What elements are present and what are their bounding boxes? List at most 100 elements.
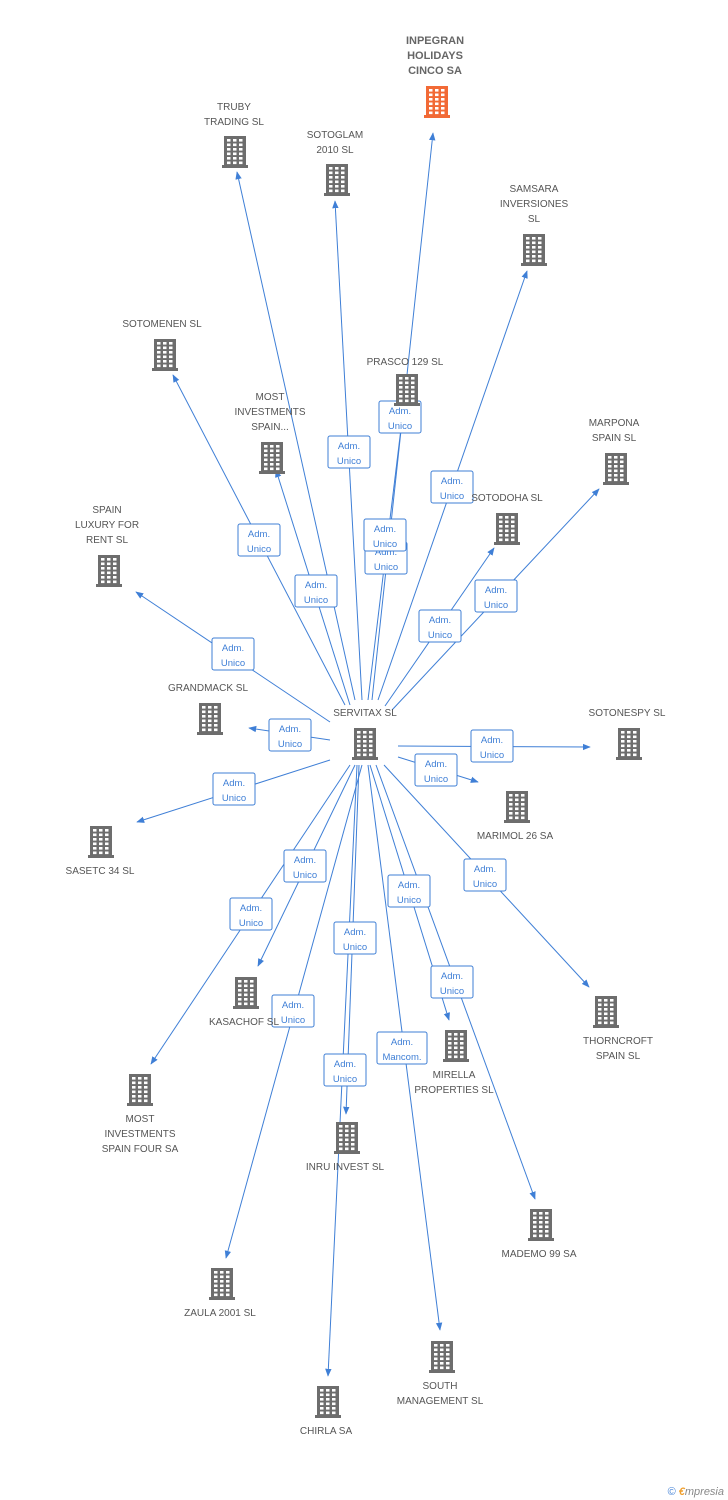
company-name: MARIMOL 26 SA — [477, 831, 554, 842]
edge-label-most4[interactable]: Adm.Unico — [229, 897, 273, 931]
edge-label-text: Unico — [221, 658, 245, 669]
edge-label-text: Unico — [247, 544, 271, 555]
edge-label-text: Adm. — [391, 1037, 413, 1048]
edge-label-text: Adm. — [441, 971, 463, 982]
company-node-sotomenen[interactable]: SOTOMENEN SL — [122, 319, 202, 371]
edge-label-text: Adm. — [279, 724, 301, 735]
edge-label-spainlux[interactable]: Adm.Unico — [211, 637, 255, 671]
building-icon — [152, 339, 178, 371]
edge-label-box — [211, 637, 255, 671]
company-name: SOUTH — [423, 1381, 458, 1392]
edge-label-text: Adm. — [248, 529, 270, 540]
company-name: LUXURY FOR — [75, 520, 139, 531]
building-icon — [96, 555, 122, 587]
company-node-most1[interactable]: MOST INVESTMENTS SPAIN... — [234, 392, 306, 474]
edge-label-box — [237, 523, 281, 557]
edge-label-text: Unico — [440, 491, 464, 502]
building-icon — [424, 86, 450, 118]
edge-label-south[interactable]: Adm.Mancom. — [376, 1031, 428, 1065]
company-name: MARPONA — [589, 418, 640, 429]
company-node-kasachof[interactable]: KASACHOF SL — [209, 977, 279, 1028]
edge-label-marpona[interactable]: Adm.Unico — [474, 579, 518, 613]
edge-label-samsara[interactable]: Adm.Unico — [430, 470, 474, 504]
edge-label-sasetc[interactable]: Adm. Unico — [212, 772, 256, 806]
edge-label-inpegran[interactable]: Adm.Unico — [378, 400, 422, 434]
company-node-marimol[interactable]: MARIMOL 26 SA — [477, 791, 554, 842]
edge-label-box — [470, 729, 514, 763]
company-name: SOTOGLAM — [307, 130, 364, 141]
edge-label-kasachof[interactable]: Adm.Unico — [283, 849, 327, 883]
edge-label-truby[interactable]: Adm.Unico — [327, 435, 371, 469]
edge-label-text: Adm. — [338, 441, 360, 452]
company-name: HOLIDAYS — [407, 50, 463, 62]
edge-label-box — [387, 874, 431, 908]
company-name: PRASCO 129 SL — [367, 357, 444, 368]
edge-label-mirella[interactable]: Adm.Unico — [387, 874, 431, 908]
company-node-prasco[interactable]: PRASCO 129 SL — [367, 357, 444, 406]
company-name: INVERSIONES — [500, 199, 569, 210]
edge-label-text: Unico — [239, 918, 263, 929]
building-icon — [233, 977, 259, 1009]
edge-label-text: Unico — [222, 793, 246, 804]
company-node-sotonespy[interactable]: SOTONESPY SL — [589, 708, 666, 760]
company-node-inru[interactable]: INRU INVEST SL — [306, 1122, 385, 1173]
company-name: INPEGRAN — [406, 35, 464, 47]
company-name: SOTOMENEN SL — [122, 319, 202, 330]
building-icon — [603, 453, 629, 485]
edge-label-most1[interactable]: Adm.Unico — [294, 574, 338, 608]
company-node-south[interactable]: SOUTH MANAGEMENT SL — [397, 1341, 484, 1407]
company-name: TRADING SL — [204, 117, 264, 128]
company-name: MANAGEMENT SL — [397, 1396, 484, 1407]
company-name: SPAIN — [92, 505, 121, 516]
edge-label-chirla[interactable]: Adm.Unico — [323, 1053, 367, 1087]
company-node-sotodoha[interactable]: SOTODOHA SL — [471, 493, 543, 545]
company-name: MOST — [256, 392, 285, 403]
edge-label-prasco[interactable]: Adm.Unico — [363, 518, 407, 552]
company-node-grandmack[interactable]: GRANDMACK SL — [168, 683, 248, 735]
edge-label-sotonespy[interactable]: Adm.Unico — [470, 729, 514, 763]
edge-label-text: Adm. — [389, 406, 411, 417]
empresia-logo-e: € — [678, 1486, 685, 1498]
empresia-logo-text: mpresia — [684, 1486, 724, 1498]
company-name: SAMSARA — [510, 184, 559, 195]
edge-label-sotomenen[interactable]: Adm. Unico — [237, 523, 281, 557]
edge-label-zaula[interactable]: Adm.Unico — [271, 994, 315, 1028]
company-node-chirla[interactable]: CHIRLA SA — [300, 1386, 353, 1437]
company-name: SPAIN... — [251, 422, 289, 433]
edge-label-text: Adm. — [223, 778, 245, 789]
company-node-servitax[interactable]: SERVITAX SL — [333, 708, 397, 760]
building-icon — [616, 728, 642, 760]
edge-label-thorncroft[interactable]: Adm.Unico — [463, 858, 507, 892]
edge-label-mademo[interactable]: Adm.Unico — [430, 965, 474, 999]
company-name: THORNCROFT — [583, 1036, 653, 1047]
edge-label-box — [463, 858, 507, 892]
edge-label-box — [229, 897, 273, 931]
edge-label-text: Unico — [281, 1015, 305, 1026]
edge-label-marimol[interactable]: Adm.Unico — [414, 753, 458, 787]
edge-label-text: Adm. — [398, 880, 420, 891]
edge-label-text: Unico — [373, 539, 397, 550]
company-node-sasetc[interactable]: SASETC 34 SL — [66, 826, 135, 877]
company-node-zaula[interactable]: ZAULA 2001 SL — [184, 1268, 256, 1319]
company-name: SERVITAX SL — [333, 708, 397, 719]
company-node-mademo[interactable]: MADEMO 99 SA — [501, 1209, 577, 1260]
company-name: INVESTMENTS — [104, 1129, 175, 1140]
edge-label-text: Unico — [484, 600, 508, 611]
edge-label-box — [268, 718, 312, 752]
edge-label-sotodoha[interactable]: Adm.Unico — [418, 609, 462, 643]
edge-label-text: Unico — [293, 870, 317, 881]
footer-credit: © €mpresia — [668, 1486, 724, 1498]
edge-label-inru[interactable]: Adm.Unico — [333, 921, 377, 955]
edge-label-grandmack[interactable]: Adm.Unico — [268, 718, 312, 752]
company-name: INVESTMENTS — [234, 407, 305, 418]
